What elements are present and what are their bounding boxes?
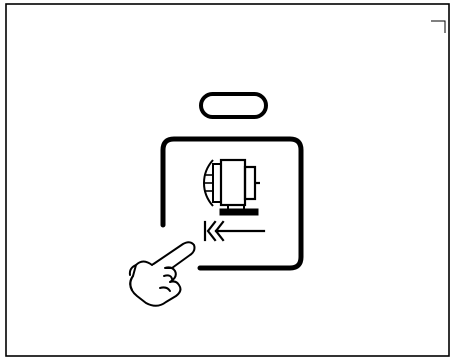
pointing-hand-icon	[130, 242, 195, 306]
reverse-arrow-icon	[205, 222, 264, 240]
corner-mark	[431, 21, 445, 33]
motor-icon	[204, 160, 260, 215]
indicator-lamp	[201, 94, 266, 117]
outer-frame	[6, 4, 449, 356]
